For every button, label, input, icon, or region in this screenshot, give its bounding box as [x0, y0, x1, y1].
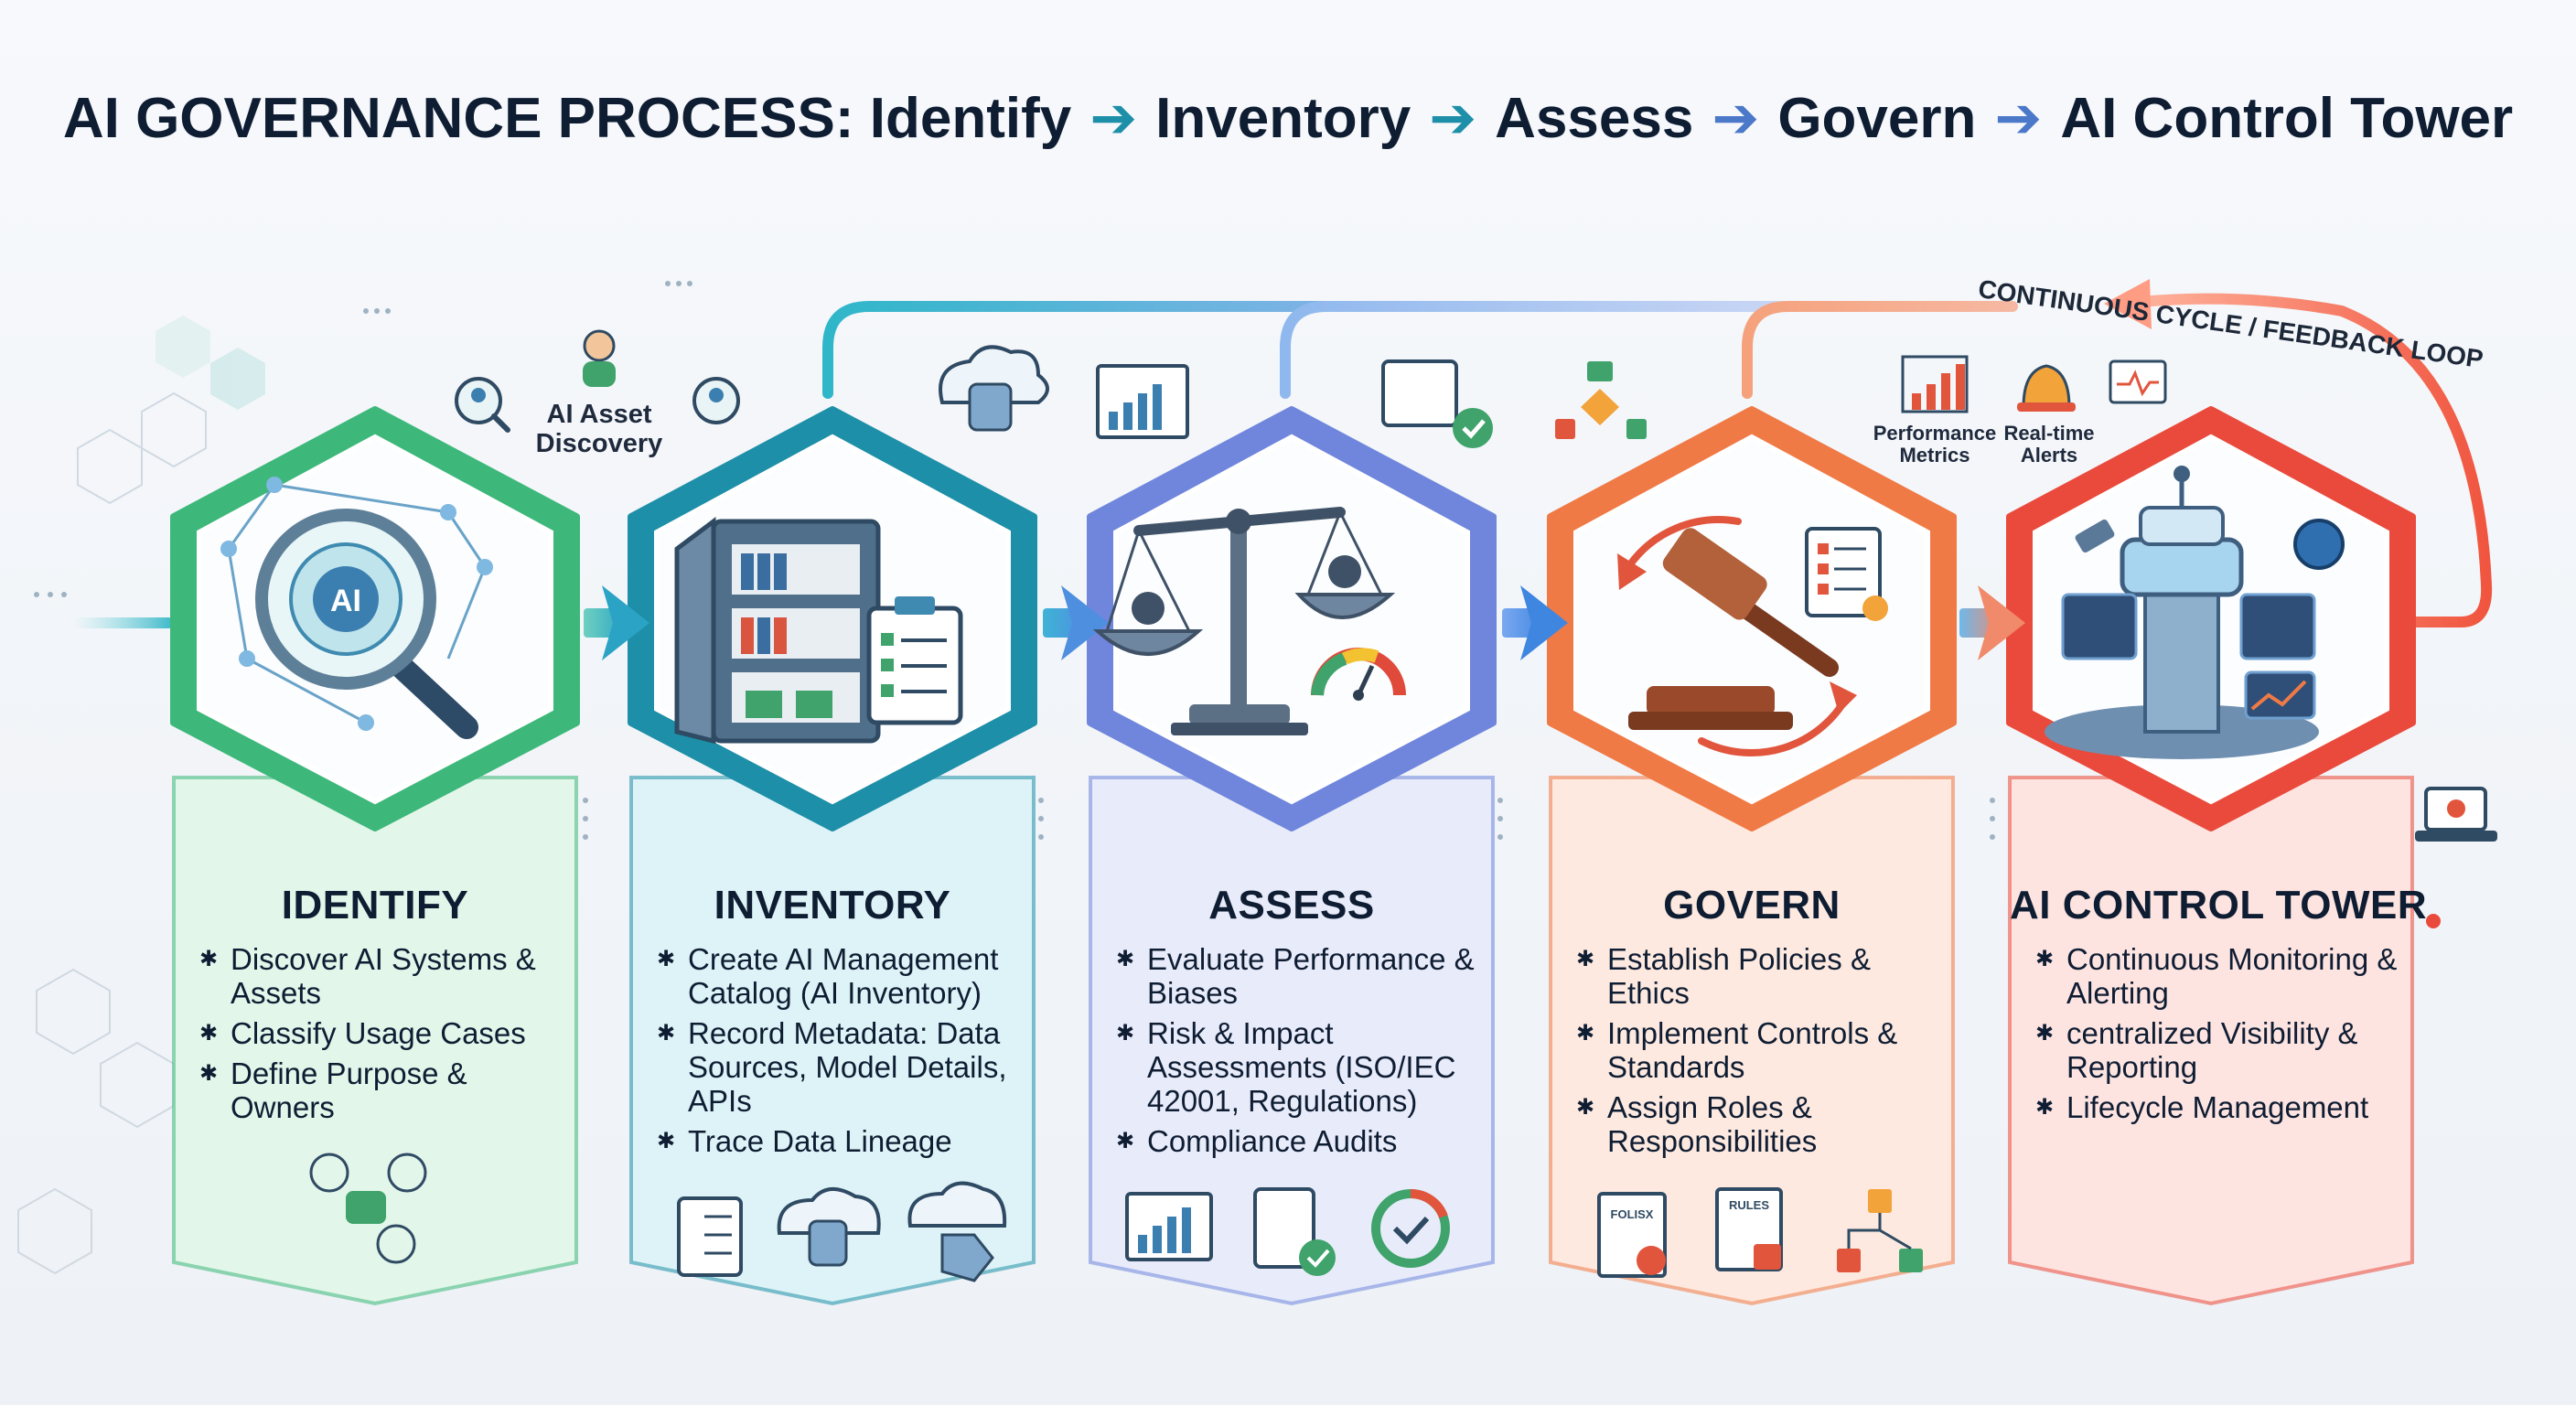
team-ai-icon	[309, 1153, 427, 1264]
checklist-doc-icon	[677, 1196, 743, 1277]
indicator-dot	[2426, 914, 2441, 928]
alert-bell-icon	[2017, 364, 2076, 412]
title-step-control-tower: AI Control Tower	[2060, 87, 2514, 150]
checklist-clipboard-icon	[866, 596, 963, 725]
title-step-identify: Identify	[869, 87, 1072, 150]
compliance-check-icon	[1371, 1188, 1450, 1268]
user-search-icon	[455, 377, 510, 433]
bullet-item: Trace Data Lineage	[657, 1124, 1023, 1158]
bullet-item: Discover AI Systems & Assets	[199, 942, 565, 1010]
checklist-approve-icon	[1381, 359, 1493, 448]
inflow-line	[73, 617, 174, 628]
flow-arrow-3	[1502, 585, 1568, 660]
title-prefix: AI GOVERNANCE PROCESS:	[62, 87, 854, 150]
title-step-assess: Assess	[1495, 87, 1694, 150]
title-arrow-icon: ➔	[1994, 87, 2043, 150]
feedback-arrowhead-icon	[2104, 279, 2152, 329]
title-arrow-icon: ➔	[1429, 87, 1477, 150]
policy-doc-icon	[1597, 1192, 1667, 1278]
cloud-tag-icon	[907, 1181, 1007, 1282]
title-step-govern: Govern	[1777, 87, 1977, 150]
audit-checklist-icon	[1253, 1187, 1336, 1276]
user-avatar-icon	[692, 377, 740, 424]
stage-bullets-identify: Discover AI Systems & AssetsClassify Usa…	[199, 942, 565, 1131]
gauge-icon	[1311, 648, 1406, 701]
rules-doc-label: RULES	[1729, 1198, 1769, 1212]
ai-magnifier-icon	[220, 477, 493, 739]
bullet-item: Risk & Impact Assessments (ISO/IEC 42001…	[1116, 1016, 1482, 1118]
performance-metrics-label: Performance Metrics	[1873, 422, 1997, 467]
bullet-item: centralized Visibility & Reporting	[2035, 1016, 2401, 1084]
stage-title-assess: ASSESS	[1208, 883, 1375, 928]
flowchart-icon	[1555, 361, 1647, 439]
ai-asset-discovery-label: AI Asset Discovery	[535, 400, 663, 458]
ai-badge-label: AI	[330, 584, 361, 618]
bullet-item: Assign Roles & Responsibilities	[1576, 1090, 1942, 1158]
gavel-icon	[1617, 516, 1857, 756]
title-step-inventory: Inventory	[1155, 87, 1411, 150]
policy-doc-label: FOLISX	[1611, 1207, 1654, 1221]
cabinet-icon	[674, 517, 881, 745]
performance-chart-icon	[1901, 355, 1969, 413]
person-discovery-icon	[583, 329, 616, 387]
bullet-item: Evaluate Performance & Biases	[1116, 942, 1482, 1010]
bullet-item: Establish Policies & Ethics	[1576, 942, 1942, 1010]
connector-top-1	[822, 301, 1332, 399]
flow-arrow-1	[584, 585, 649, 660]
feedback-loop-arrow	[2135, 293, 2493, 627]
bullet-item: Record Metadata: Data Sources, Model Det…	[657, 1016, 1023, 1118]
stage-title-inventory: INVENTORY	[714, 883, 951, 928]
bullet-item: Lifecycle Management	[2035, 1090, 2401, 1124]
bullet-item: Implement Controls & Standards	[1576, 1016, 1942, 1084]
bullet-item: Create AI Management Catalog (AI Invento…	[657, 942, 1023, 1010]
cloud-storage-icon	[777, 1187, 881, 1267]
bullet-item: Define Purpose & Owners	[199, 1056, 565, 1124]
stage-bullets-govern: Establish Policies & EthicsImplement Con…	[1576, 942, 1942, 1164]
bullet-item: Classify Usage Cases	[199, 1016, 565, 1050]
hierarchy-icon	[1837, 1189, 1923, 1272]
stage-title-control: AI CONTROL TOWER	[2010, 883, 2428, 928]
cloud-database-icon	[939, 345, 1049, 432]
bullet-item: Continuous Monitoring & Alerting	[2035, 942, 2401, 1010]
monitor-pulse-icon	[2109, 359, 2167, 404]
background-hexagons	[17, 316, 265, 1275]
laptop-alert-icon	[2415, 787, 2497, 842]
chart-window-icon	[1096, 364, 1189, 439]
flow-arrow-4	[1959, 585, 2025, 660]
page-title: AI GOVERNANCE PROCESS: Identify ➔ Inventor…	[0, 84, 2576, 157]
policy-checklist-icon	[1805, 527, 1888, 621]
title-arrow-icon: ➔	[1712, 87, 1760, 150]
balance-scale-icon	[1092, 507, 1396, 735]
connector-top-3	[1742, 301, 2018, 399]
bullet-item: Compliance Audits	[1116, 1124, 1482, 1158]
realtime-alerts-label: Real-time Alerts	[2003, 422, 2095, 467]
stage-bullets-inventory: Create AI Management Catalog (AI Invento…	[657, 942, 1023, 1164]
analytics-window-icon	[1125, 1192, 1213, 1261]
connector-top-2	[1280, 301, 1789, 399]
stage-title-govern: GOVERN	[1663, 883, 1841, 928]
stage-title-identify: IDENTIFY	[281, 883, 469, 928]
control-tower-icon	[2045, 466, 2345, 759]
circuit-dots	[34, 281, 1995, 840]
stage-bullets-assess: Evaluate Performance & BiasesRisk & Impa…	[1116, 942, 1482, 1164]
stage-bullets-control: Continuous Monitoring & Alertingcentrali…	[2035, 942, 2401, 1131]
flow-arrow-2	[1043, 585, 1109, 660]
title-arrow-icon: ➔	[1089, 87, 1138, 150]
rules-lock-icon	[1715, 1187, 1783, 1271]
